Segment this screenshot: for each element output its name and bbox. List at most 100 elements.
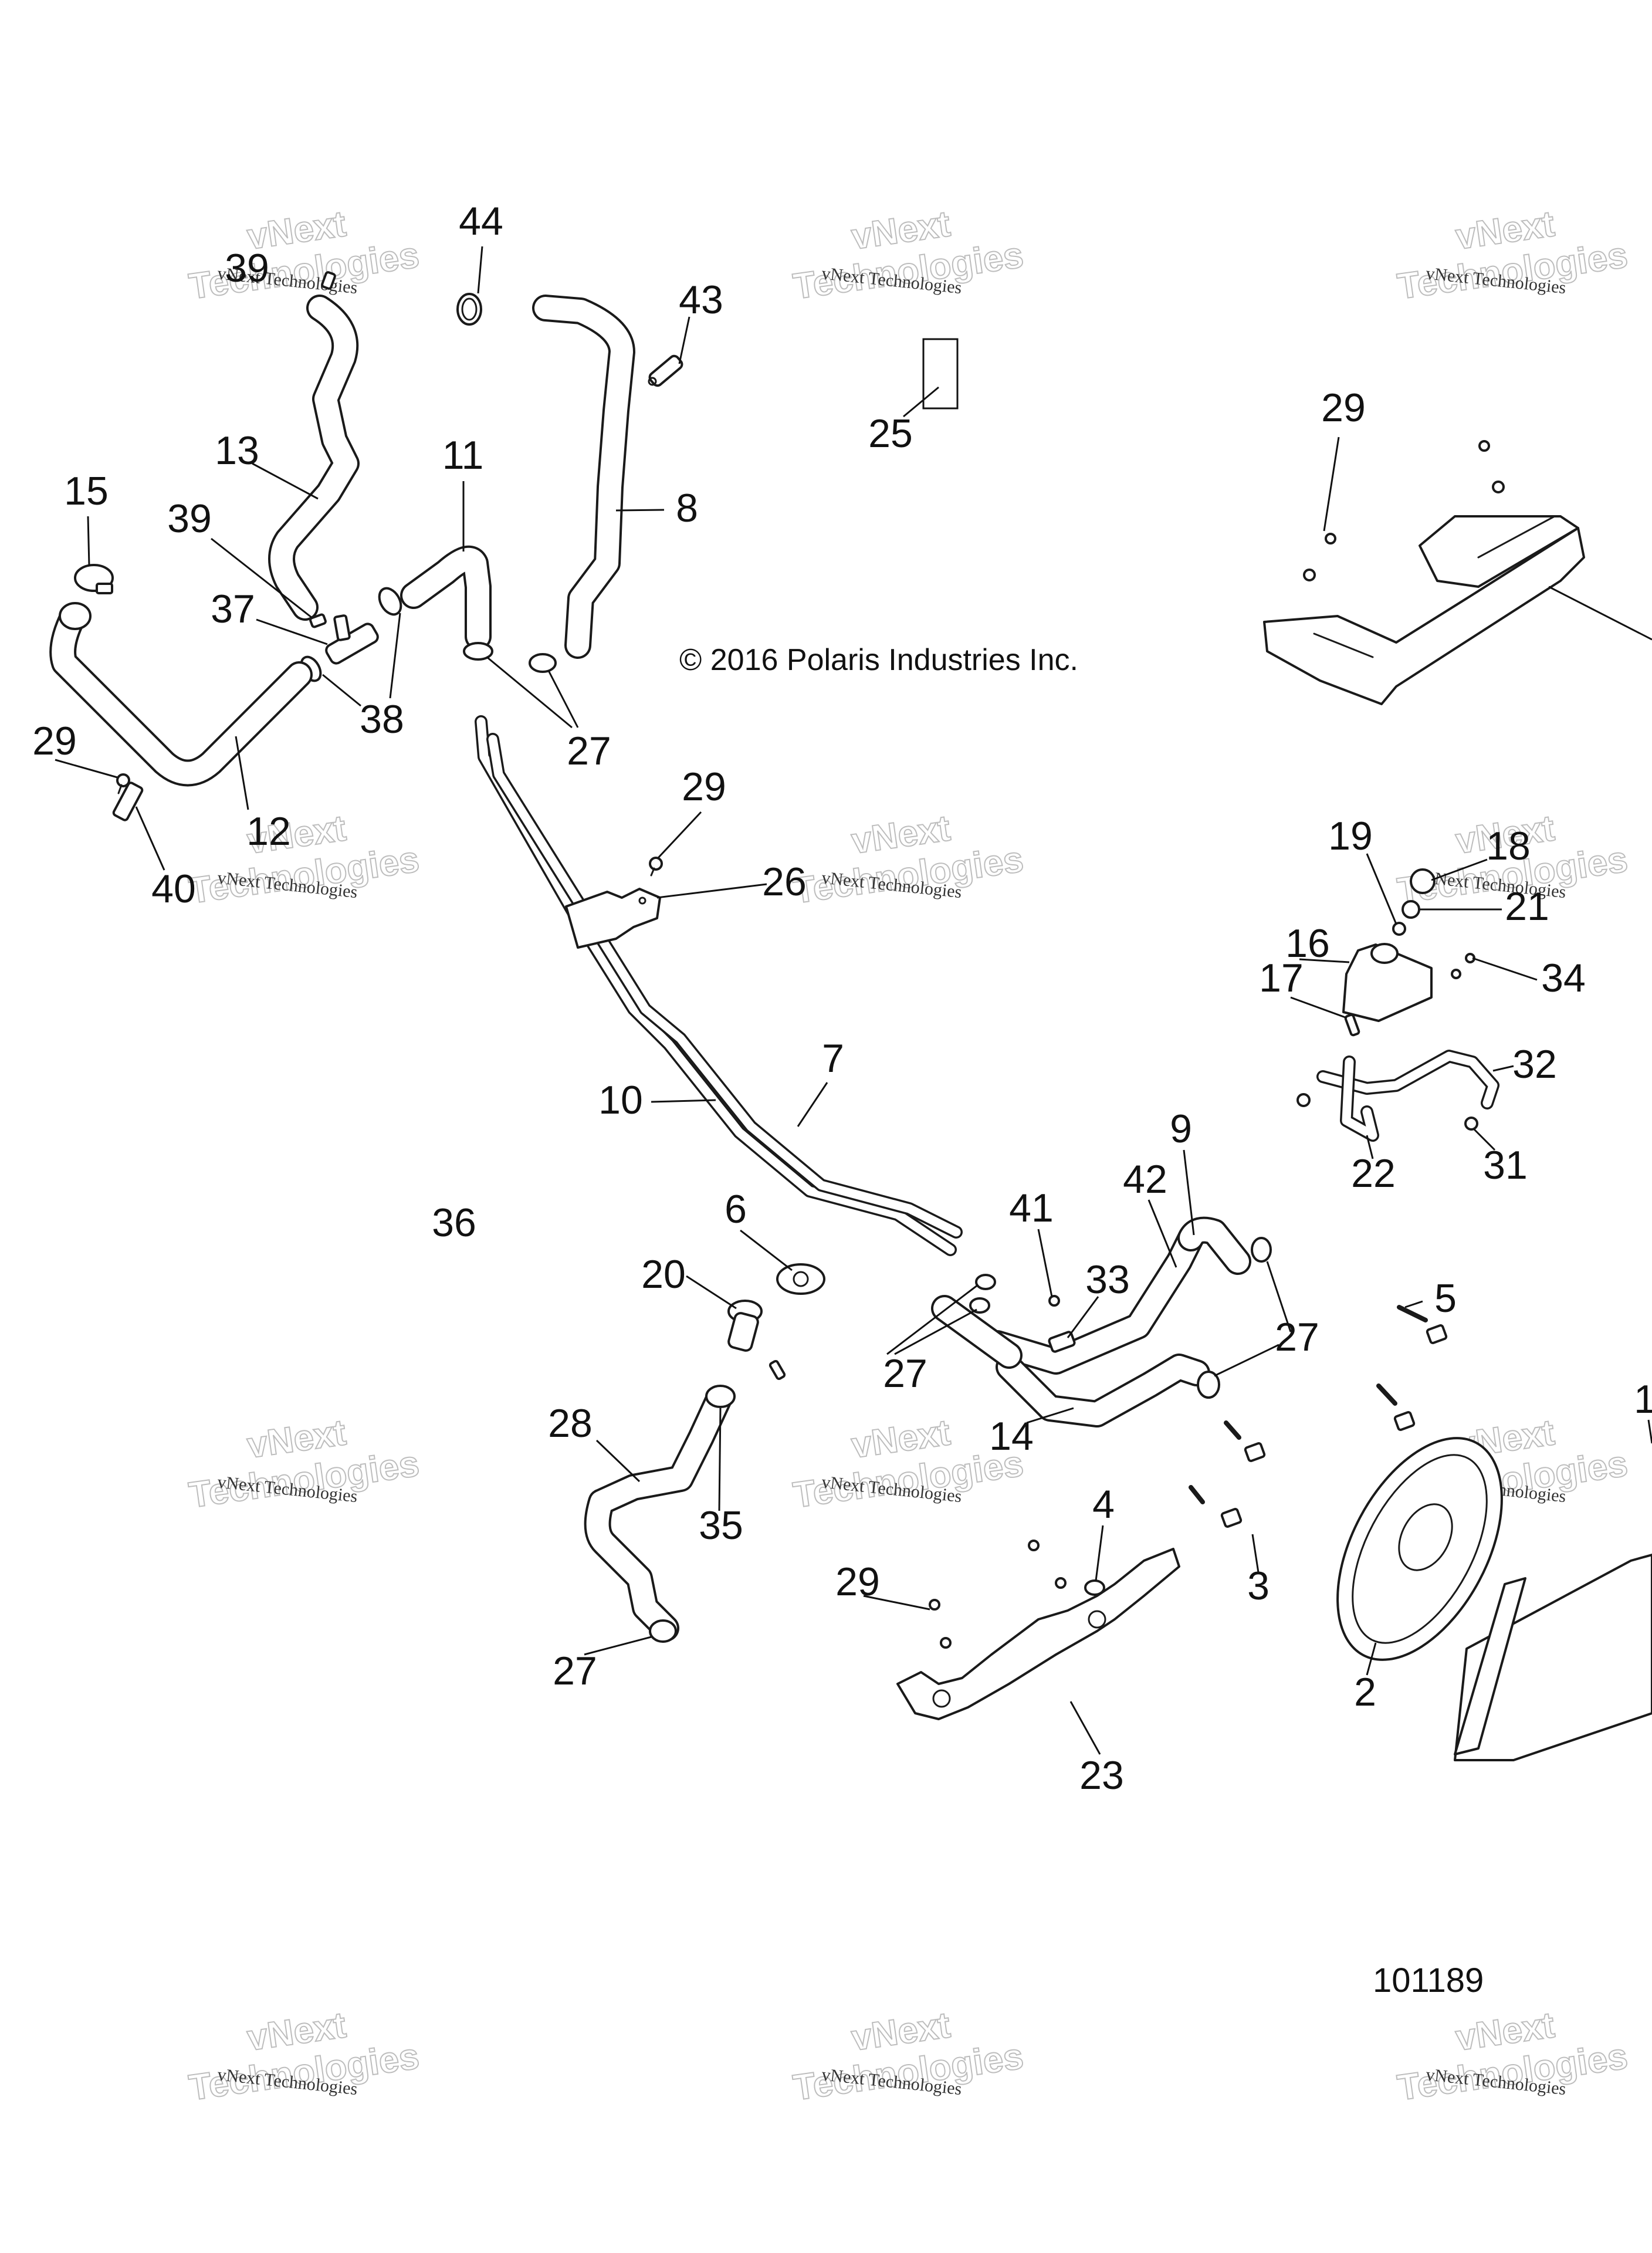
callout-16: 16: [1285, 921, 1330, 966]
filler-neck-20: [727, 1300, 786, 1381]
fitting-39: [309, 613, 327, 628]
callout-39: 39: [225, 246, 269, 290]
callout-37: 37: [211, 587, 255, 631]
callout-22: 22: [1351, 1151, 1396, 1196]
callout-31: 31: [1483, 1143, 1528, 1188]
callout-12: 12: [246, 809, 291, 854]
callout-40: 40: [151, 867, 196, 911]
bracket-26: [565, 888, 661, 949]
leader-lines: [55, 246, 1652, 1755]
callout-15: 15: [64, 469, 109, 513]
callout-20: 20: [641, 1252, 686, 1297]
callout-10: 10: [598, 1078, 643, 1122]
clamp-15: [74, 564, 114, 594]
fitting-39-top: [321, 271, 336, 290]
fitting-19: [1392, 922, 1406, 936]
screw-41: [1048, 1295, 1060, 1307]
parts: [49, 246, 1652, 1761]
callout-36: 36: [432, 1200, 476, 1245]
clamp-31: [1464, 1117, 1478, 1131]
watermarks: vNext Technologies vNext Technologies vN…: [186, 203, 1631, 2109]
callout-41: 41: [1009, 1186, 1054, 1230]
watermark: vNext Technologies vNext Technologies: [186, 2004, 422, 2109]
hose-12: [49, 602, 313, 787]
clamp-22-end: [1296, 1093, 1311, 1107]
bolt-29-center: [649, 857, 663, 877]
callout-27: 27: [1275, 1315, 1319, 1359]
screw-34: [1451, 953, 1475, 979]
callout-44: 44: [459, 199, 503, 243]
watermark: vNext Technologies vNext Technologies: [790, 203, 1027, 307]
callout-32: 32: [1512, 1042, 1557, 1087]
callout-33: 33: [1085, 1257, 1130, 1302]
callout-39: 39: [167, 496, 212, 541]
callout-7: 7: [822, 1036, 844, 1081]
bolts-spacers-3-5: [1189, 1305, 1448, 1528]
callout-26: 26: [762, 860, 807, 904]
callouts: 44 39 43 25 29 13 11 8 15 39 37 38 27 29…: [32, 199, 1652, 1798]
bolts-29-lower: [929, 1540, 1067, 1649]
callout-19: 19: [1328, 814, 1373, 858]
callout-2: 2: [1354, 1670, 1376, 1714]
callout-13: 13: [215, 428, 259, 473]
pipe-joint: [931, 1295, 1023, 1369]
tee-fitting-37: [325, 614, 379, 665]
hose-22: [1340, 1056, 1379, 1142]
hose-42: [984, 1224, 1204, 1375]
watermark: vNext Technologies vNext Technologies: [1394, 2004, 1631, 2109]
reference-number: 101189: [1373, 1961, 1484, 2000]
callout-4: 4: [1092, 1482, 1115, 1527]
callout-11: 11: [442, 433, 484, 478]
callout-17: 17: [1259, 956, 1304, 1000]
clamp-27-a: [463, 642, 493, 661]
bolts-29-top-right: [1303, 440, 1505, 581]
watermark: vNext Technologies vNext Technologies: [1394, 203, 1631, 307]
hose-13: [268, 295, 360, 621]
watermark: vNext Technologies vNext Technologies: [186, 807, 422, 912]
callout-34: 34: [1541, 956, 1586, 1000]
watermark: vNext Technologies vNext Technologies: [186, 203, 422, 307]
callout-28: 28: [548, 1401, 593, 1446]
clamp-27-lower: [649, 1619, 677, 1643]
callout-23: 23: [1079, 1753, 1124, 1798]
callout-27: 27: [883, 1351, 927, 1396]
clamps-27-mid: [969, 1237, 1272, 1399]
hose-14: [996, 1354, 1210, 1427]
radiator-cap-6: [776, 1263, 825, 1295]
callout-14: 14: [989, 1414, 1034, 1459]
bracket-23: [896, 1548, 1180, 1720]
callout-42: 42: [1123, 1157, 1167, 1202]
callout-25: 25: [868, 411, 913, 456]
clip-40: [112, 782, 144, 821]
hose-9: [1177, 1216, 1251, 1275]
clamp-27-b: [529, 653, 557, 673]
callout-43: 43: [679, 278, 723, 322]
fitting-35: [705, 1385, 736, 1408]
callout-1: 1: [1634, 1377, 1652, 1422]
callout-27: 27: [567, 729, 611, 773]
hose-28: [584, 1386, 732, 1642]
hose-8: [532, 295, 635, 659]
callout-27: 27: [553, 1649, 597, 1693]
callout-8: 8: [676, 486, 698, 530]
callout-3: 3: [1247, 1564, 1270, 1608]
bolt-29-left: [116, 773, 130, 794]
callout-29: 29: [32, 719, 77, 763]
radiator-support-bracket: [1263, 515, 1652, 705]
callout-21: 21: [1505, 884, 1549, 929]
overflow-bottle-16: [1342, 943, 1433, 1022]
callout-5: 5: [1434, 1276, 1457, 1321]
hose-32: [1316, 1050, 1499, 1109]
callout-29: 29: [1321, 385, 1366, 430]
cap-18: [1410, 868, 1436, 894]
watermark: vNext Technologies vNext Technologies: [790, 2004, 1027, 2109]
fitting-43: [648, 354, 683, 387]
callout-18: 18: [1486, 824, 1531, 868]
tube-10: [486, 733, 963, 1239]
watermark: vNext Technologies vNext Technologies: [790, 807, 1027, 912]
callout-9: 9: [1170, 1107, 1192, 1151]
grommet-4: [1084, 1579, 1105, 1596]
callout-6: 6: [725, 1187, 747, 1232]
watermark: vNext Technologies vNext Technologies: [186, 1412, 422, 1516]
